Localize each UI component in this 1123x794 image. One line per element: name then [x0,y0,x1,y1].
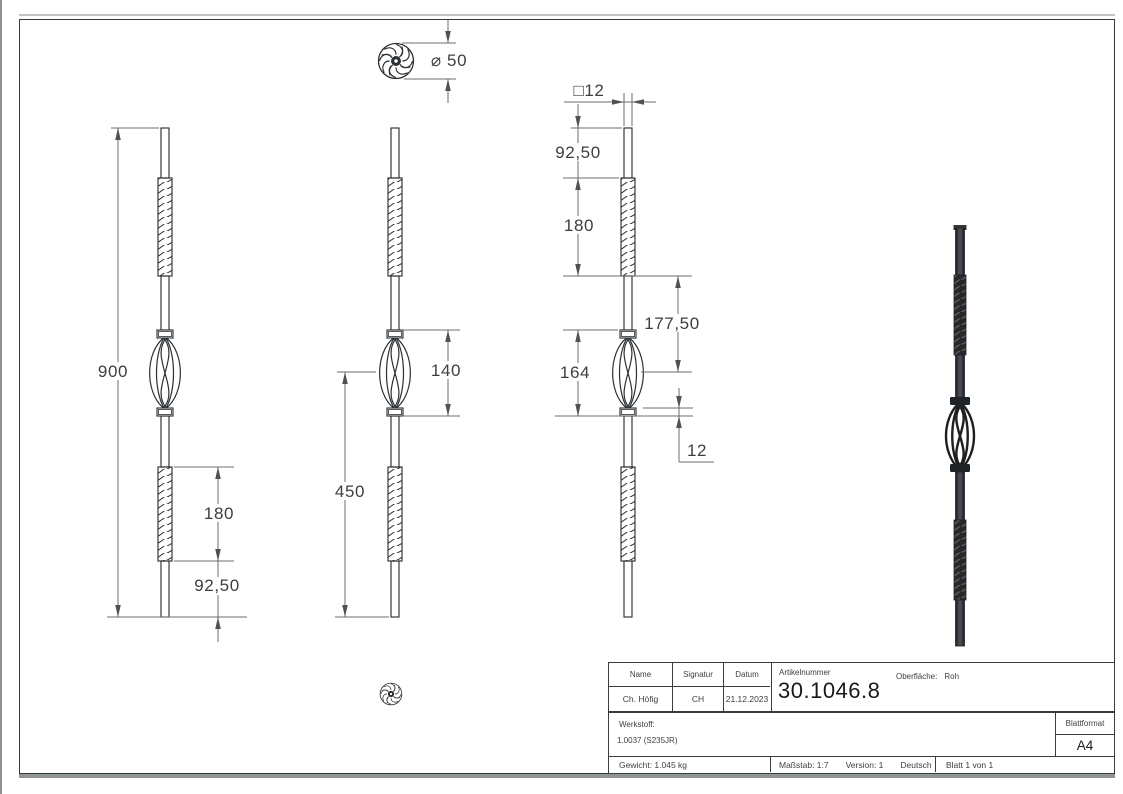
weight-field: Gewicht: 1.045 kg [609,757,771,772]
dimension-arrows [115,31,682,629]
dim-collar-label: 12 [687,441,707,460]
name-header: Name [609,663,673,687]
dim-diameter-label: ⌀ 50 [431,51,467,70]
article-zone: Artikelnummer 30.1046.8 Oberfläche: Roh [772,663,1114,711]
title-block-row-middle: Werkstoff: 1.0037 (S235JR) Blattformat A… [609,713,1114,757]
frame-bottom-shadow [19,774,1115,778]
dim-square-label: □12 [574,81,605,100]
language-value: Deutsch [900,759,932,770]
dim-upper-twist-label: 180 [564,216,594,235]
frame-top-shadow [19,14,1115,16]
sheet-format-label: Blattformat [1056,713,1114,735]
dim-basket-span-label: 164 [560,363,590,382]
side-view-baluster [379,127,411,618]
signature-value: CH [673,687,724,711]
surface-value: Roh [944,672,960,681]
dimension-text-backgrounds [96,143,703,595]
dim-upper-span-label: 177,50 [644,314,700,333]
sheet-format-value: A4 [1076,737,1094,753]
version-value: Version: 1 [845,759,884,770]
dim-lower-twist-label: 180 [204,504,234,523]
dim-total-height-label: 900 [98,362,128,381]
article-number-label: Artikelnummer [779,668,831,677]
dim-lower-plain-label: 92,50 [194,576,240,595]
name-value: Ch. Höfig [609,687,673,711]
scale-version-language-field: Maßstab: 1:7 Version: 1 Deutsch [771,757,936,772]
render-view-baluster [944,225,976,647]
surface-field: Oberfläche: Roh [896,672,966,681]
material-value: 1.0037 (S235JR) [617,736,678,745]
sheet-format-box: Blattformat A4 [1055,713,1114,756]
article-number: 30.1046.8 [778,678,881,703]
title-block-row-bottom: Gewicht: 1.045 kg Maßstab: 1:7 Version: … [609,757,1114,772]
signature-header: Signatur [673,663,724,687]
material-label: Werkstoff: [619,720,655,729]
dim-upper-plain-label: 92,50 [555,143,601,162]
front-view-baluster [149,127,181,618]
dim-basket-height-label: 140 [431,361,461,380]
signature-table: Name Signatur Datum Ch. Höfig CH 21.12.2… [609,663,772,711]
drawing-frame [19,19,1115,774]
detail-view-baluster [612,127,644,618]
title-block: Name Signatur Datum Ch. Höfig CH 21.12.2… [608,662,1115,774]
sheet-count-field: Blatt 1 von 1 [946,759,994,770]
scale-value: Maßstab: 1:7 [779,759,829,770]
bottom-view-swirl [379,682,403,706]
top-view-swirl [377,42,415,80]
title-block-row-top: Name Signatur Datum Ch. Höfig CH 21.12.2… [609,663,1114,713]
date-value: 21.12.2023 [725,694,769,704]
page-left-edge [0,0,2,794]
surface-label: Oberfläche: [896,672,938,681]
dim-lower-half-label: 450 [335,482,365,501]
date-header: Datum [724,663,770,687]
